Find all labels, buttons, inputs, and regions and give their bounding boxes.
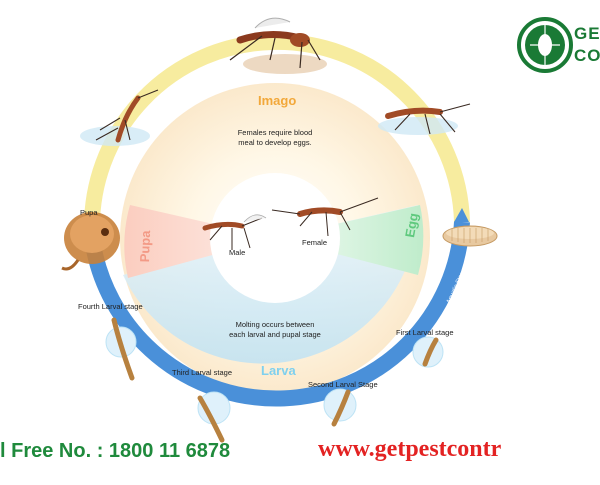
egg-raft-icon [442,225,498,247]
larva-icons [111,317,439,443]
female-label: Female [302,238,328,247]
pupa-sector [124,205,275,278]
molting-note-line1: Molting occurs between [235,320,315,329]
first-larva-icon [422,337,439,367]
pupa-icon [61,212,120,271]
mosquito-right-icon [378,103,471,135]
blood-note-line2: meal to develop eggs. [238,138,312,148]
logo-text-line1: GE [574,24,600,43]
website-link[interactable]: www.getpestcontr [318,436,502,462]
blood-meal-note: Females require blood meal to develop eg… [215,128,335,148]
stage-sectors [120,83,430,393]
larva-label: Larva [261,363,296,378]
center-disc [210,173,340,303]
first-larval-label: First Larval stage [396,328,454,337]
male-label: Male [229,248,246,257]
pupa-label: Pupa [80,208,98,217]
molting-note-line2: each larval and pupal stage [229,330,321,340]
egg-sector [275,205,424,275]
third-larva-icon [197,395,225,443]
third-larval-label: Third Larval stage [172,368,233,377]
aquatic-ring [84,221,470,407]
blood-note-line1: Females require blood [237,128,313,137]
brand-logo [517,17,573,73]
logo-text-line2: CO [574,46,600,65]
ring-arrow-egg [454,208,469,222]
toll-free-number: l Free No. : 1800 11 6878 [0,440,231,462]
mosquito-female-icon [271,197,379,237]
second-larva-icon [331,389,351,427]
mosquito-left-icon [80,89,159,146]
second-larval-label: Second Larval Stage [308,380,378,389]
pupa-stage-label: Pupa [137,230,154,263]
fourth-larval-label: Fourth Larval stage [78,302,143,311]
fourth-larva-icon [111,317,135,381]
imago-label: Imago [258,93,297,108]
mosquito-male-icon [202,214,267,250]
molting-note: Molting occurs between each larval and p… [210,320,340,340]
mosquito-top-icon [229,17,327,74]
